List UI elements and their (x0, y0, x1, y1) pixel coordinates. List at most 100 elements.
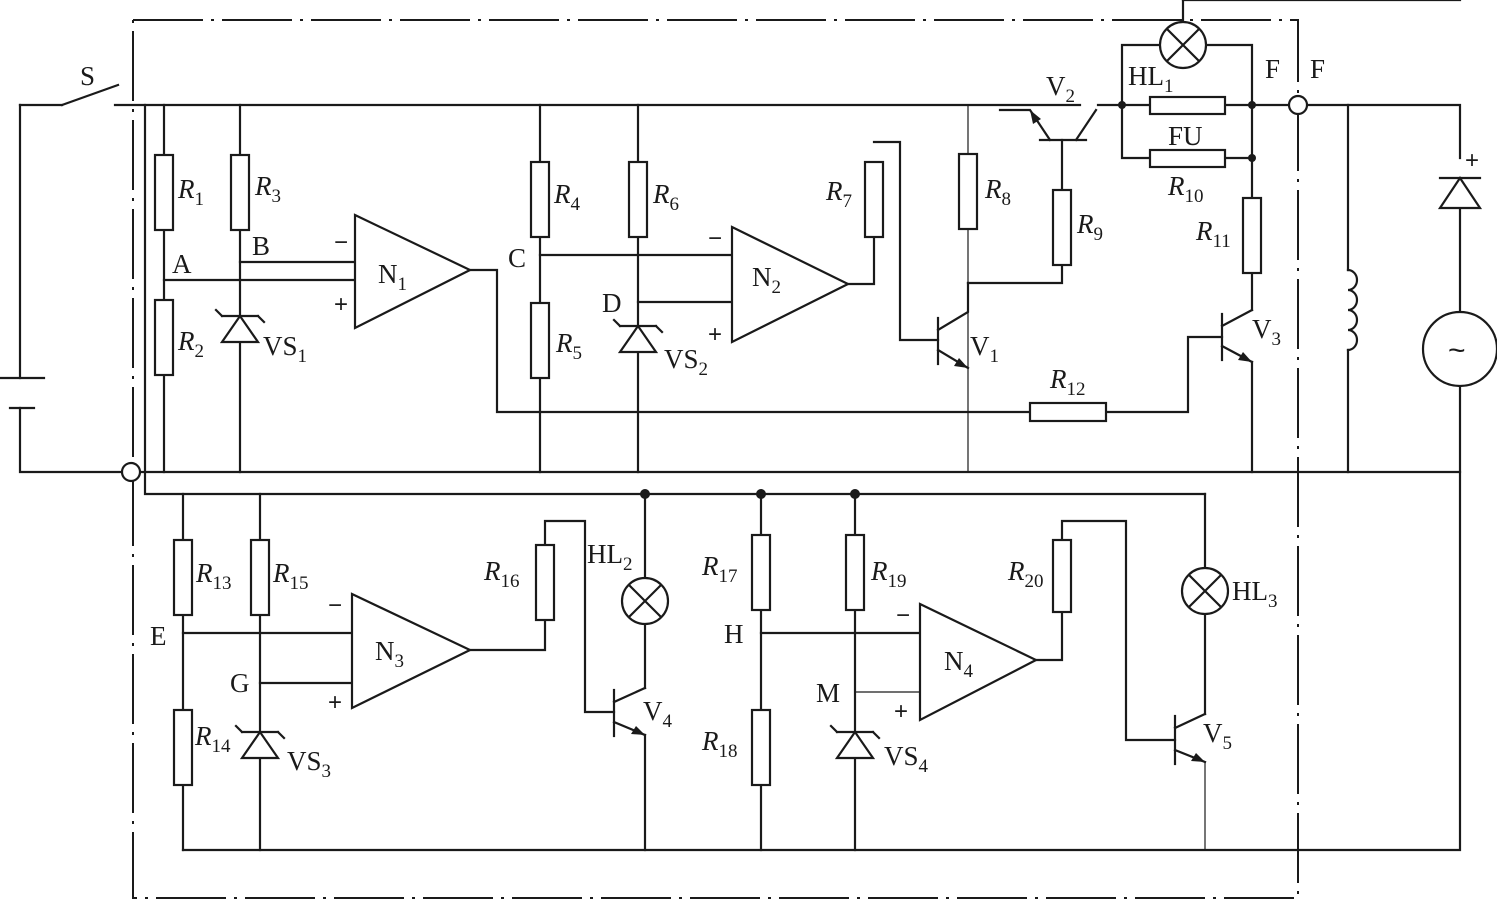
node-label-c: C (508, 243, 526, 273)
r17-label: R17 (701, 551, 738, 587)
resistor-r6 (627, 160, 649, 239)
resistor-r20 (1051, 538, 1073, 614)
fuse-label: FU (1168, 121, 1203, 151)
hl2-label: HL2 (587, 539, 633, 575)
r5-label: R5 (555, 328, 582, 364)
node-label-f-outer: F (1310, 54, 1325, 84)
module-boundary (132, 19, 1299, 899)
hl1-label: HL1 (1128, 61, 1174, 97)
ac-source-symbol: ~ (1448, 334, 1466, 367)
r3-label: R3 (254, 171, 281, 207)
fuse-fu (1148, 95, 1227, 116)
common-terminal (120, 461, 142, 483)
lamp-hl1 (1158, 0, 1208, 70)
ac-source-icon (1421, 310, 1497, 388)
r12-label: R12 (1049, 364, 1086, 400)
resistor-r9 (1051, 188, 1073, 267)
resistor-r8 (957, 152, 979, 231)
v4-label: V4 (643, 696, 673, 732)
resistor-r16 (534, 543, 556, 622)
r10-label: R10 (1167, 171, 1204, 207)
node-label-h: H (724, 619, 744, 649)
node-label-b: B (252, 231, 270, 261)
r2-label: R2 (177, 326, 204, 362)
v1-label: V1 (970, 331, 999, 367)
resistor-r5 (529, 301, 551, 380)
hl3-label: HL3 (1232, 576, 1278, 612)
resistor-r15 (249, 538, 271, 617)
junction-dot (850, 489, 860, 499)
r4-label: R4 (553, 179, 581, 215)
n4-minus-sign: − (896, 602, 910, 629)
n2-minus-sign: − (708, 225, 722, 252)
node-label-f-inner: F (1265, 54, 1280, 84)
zener-vs4 (829, 724, 881, 760)
r15-label: R15 (272, 558, 309, 594)
r13-label: R13 (195, 558, 232, 594)
junction-dot (1248, 101, 1256, 109)
node-label-m: M (816, 678, 840, 708)
resistor-r17 (750, 533, 772, 612)
opamp-n1 (353, 213, 473, 330)
n3-minus-sign: − (328, 592, 342, 619)
vs3-label: VS3 (287, 746, 331, 782)
resistor-r7 (863, 160, 885, 239)
n1-label: N1 (378, 259, 407, 295)
lower-resistors (172, 533, 1073, 787)
n2-label: N2 (752, 262, 781, 298)
n3-label: N3 (375, 636, 404, 672)
resistor-r19 (844, 533, 866, 612)
junction-dot (1118, 101, 1126, 109)
opamp-n3 (350, 592, 473, 710)
junction-dot (1248, 154, 1256, 162)
r11-label: R11 (1195, 216, 1231, 252)
node-label-a: A (172, 249, 192, 279)
opamp-n2 (730, 225, 851, 344)
v5-label: V5 (1203, 718, 1232, 754)
r19-label: R19 (870, 556, 907, 592)
switch-label: S (80, 61, 95, 91)
r8-label: R8 (984, 174, 1011, 210)
resistor-r14 (172, 708, 194, 787)
n1-plus-sign: + (334, 291, 348, 318)
transistor-v1 (936, 281, 970, 370)
resistor-r13 (172, 538, 194, 617)
terminal-f (1287, 94, 1309, 116)
resistor-r1 (153, 153, 175, 232)
node-label-g: G (230, 668, 250, 698)
zener-vs1 (214, 308, 266, 344)
supply-diode (1437, 176, 1483, 210)
vs4-label: VS4 (884, 741, 929, 777)
resistor-r2 (153, 298, 175, 377)
transistor-v3 (1220, 308, 1254, 364)
resistor-r11 (1241, 196, 1263, 275)
transistor-v4 (612, 686, 647, 738)
lamp-hl3 (1180, 566, 1230, 616)
resistor-r12 (1028, 401, 1108, 423)
r18-label: R18 (701, 726, 738, 762)
lower-wiring (181, 492, 1207, 852)
inductor-coil (1346, 268, 1359, 352)
n3-plus-sign: + (328, 689, 342, 716)
vs2-label: VS2 (664, 344, 708, 380)
r9-label: R9 (1076, 209, 1103, 245)
junction-dot (640, 489, 650, 499)
n4-label: N4 (944, 646, 974, 682)
r6-label: R6 (652, 179, 679, 215)
zener-vs2 (612, 318, 664, 354)
node-label-e: E (150, 621, 167, 651)
diode-plus-sign: + (1465, 147, 1479, 174)
vs1-label: VS1 (263, 331, 307, 367)
node-label-d: D (602, 288, 622, 318)
resistor-r10 (1148, 148, 1227, 169)
supply-wiring (0, 0, 1462, 852)
r7-label: R7 (825, 176, 852, 212)
r16-label: R16 (483, 556, 520, 592)
resistor-r3 (229, 153, 251, 232)
v2-label: V2 (1046, 71, 1075, 107)
r14-label: R14 (194, 721, 231, 757)
upper-resistors (153, 95, 1263, 423)
zener-vs3 (234, 724, 286, 760)
transistor-v5 (1173, 712, 1207, 766)
